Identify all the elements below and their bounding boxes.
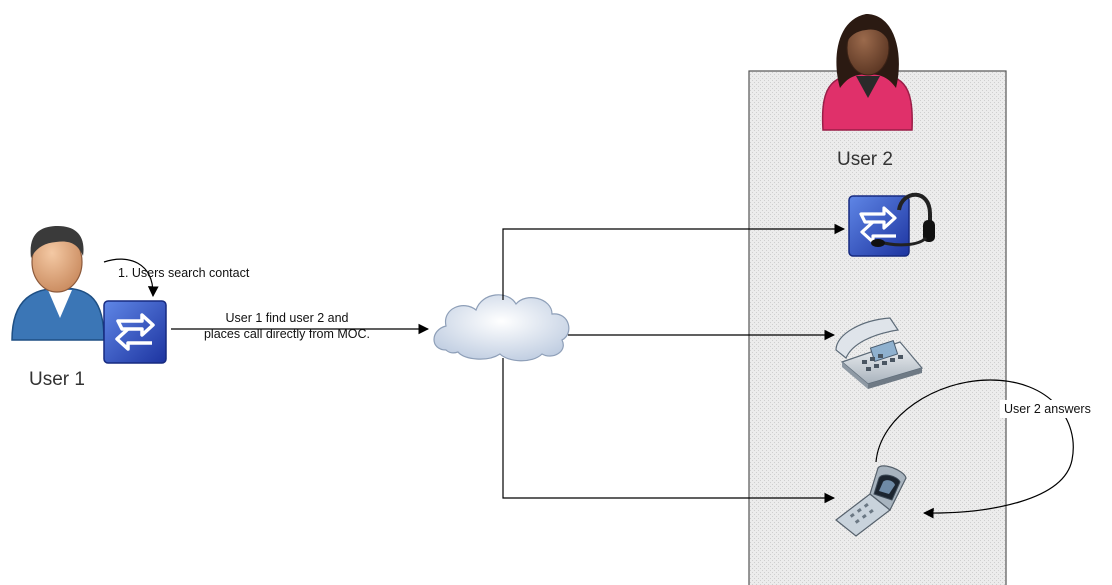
moc-headset-icon: [848, 192, 935, 257]
call-label-line2: places call directly from MOC.: [204, 327, 370, 341]
search-loop-arrow: [103, 258, 159, 298]
answer-label: User 2 answers: [1004, 402, 1091, 416]
male-user-icon: [11, 226, 105, 341]
call-label-line1: User 1 find user 2 and: [226, 311, 349, 325]
network-cloud-icon: [433, 294, 570, 362]
answer-label-bg: [1000, 400, 1108, 418]
female-user-icon: [821, 14, 913, 131]
step1-label: 1. Users search contact: [118, 266, 250, 280]
route-to-mobile-phone: [502, 358, 836, 504]
route-to-moc-headset: [502, 223, 846, 300]
user1-label: User 1: [29, 369, 85, 390]
mobile-phone-icon: [835, 465, 907, 537]
desk-phone-icon: [835, 317, 924, 389]
user2-label: User 2: [837, 149, 893, 170]
moc-client-icon: [103, 300, 167, 364]
